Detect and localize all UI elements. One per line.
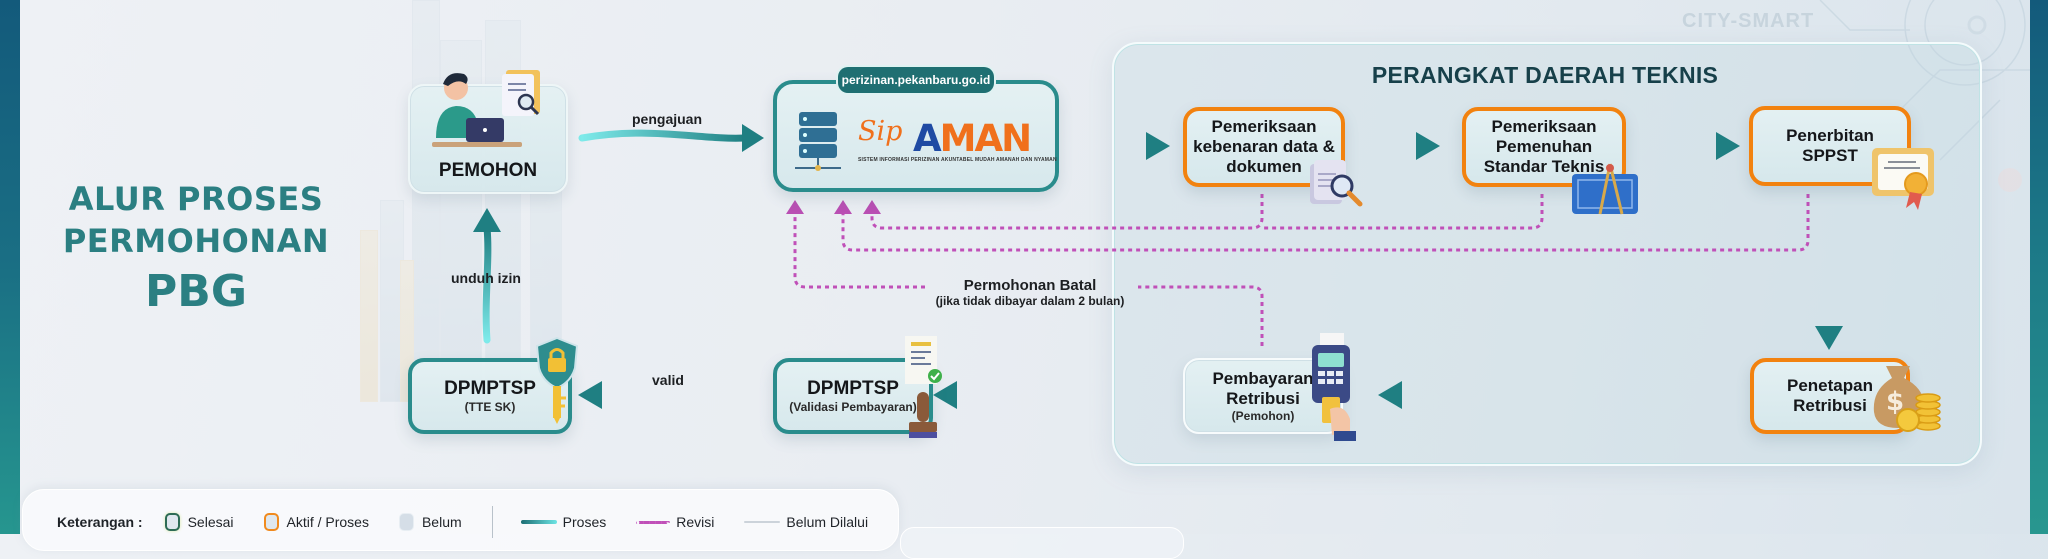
- circuit-decoration: [1819, 0, 2030, 192]
- pemeriksaan-teknis-line2: Pemenuhan: [1495, 137, 1593, 156]
- arrow-to-validasi: [933, 381, 1170, 409]
- pemeriksaan-data-line3: dokumen: [1226, 157, 1302, 176]
- penetapan-line1: Penetapan: [1787, 376, 1873, 395]
- logo-sip: Sip: [858, 116, 903, 147]
- node-dpmptsp-validasi[interactable]: DPMPTSP (Validasi Pembayaran): [773, 358, 933, 434]
- server-icon: [795, 112, 841, 171]
- tte-sub: (TTE SK): [464, 399, 516, 414]
- batal-title: Permohonan Batal: [963, 277, 1097, 294]
- penerbitan-line2: SPPST: [1802, 146, 1858, 165]
- legend-item-belum-dilalui: Belum Dilalui: [744, 514, 868, 530]
- document-search-icon: [1310, 160, 1363, 207]
- legend-panel: Keterangan : Selesai Aktif / Proses Belu…: [22, 489, 899, 551]
- certificate-icon: [1872, 148, 1934, 210]
- page-title: ALUR PROSES PERMOHONAN PBG: [46, 178, 346, 320]
- batal-note: (jika tidak dibayar dalam 2 bulan): [935, 294, 1125, 308]
- left-accent-bar: [0, 0, 20, 534]
- legend-label-aktif: Aktif / Proses: [286, 514, 369, 530]
- pemeriksaan-data-line1: Pemeriksaan: [1211, 117, 1317, 136]
- legend-swatch-aktif: [263, 513, 279, 531]
- arrow-to-pemeriksaan-teknis: [1338, 132, 1440, 160]
- title-line-3: PBG: [145, 266, 247, 317]
- arrow-to-penerbitan: [1634, 132, 1740, 160]
- legend-divider: [491, 506, 493, 538]
- shield-lock-key-icon: [535, 336, 579, 424]
- label-valid: valid: [652, 372, 684, 388]
- legend-item-proses: Proses: [520, 514, 607, 530]
- revisi-line-penerbitan: [841, 194, 1810, 252]
- legend-label-belum: Belum: [421, 514, 462, 530]
- node-penerbitan-sppst[interactable]: Penerbitan SPPST: [1749, 106, 1911, 186]
- legend-label-proses: Proses: [562, 514, 607, 530]
- legend-label-belum-dilalui: Belum Dilalui: [786, 514, 869, 530]
- revisi-arrowheads: [786, 200, 881, 214]
- pemohon-label: PEMOHON: [438, 160, 538, 181]
- label-permohonan-batal: Permohonan Batal (jika tidak dibayar dal…: [920, 277, 1140, 308]
- logo-aman: AMAN: [913, 117, 1032, 160]
- logo-aman-a: A: [913, 117, 942, 160]
- legend-row: Keterangan : Selesai Aktif / Proses Belu…: [57, 506, 898, 538]
- tte-label: DPMPTSP: [444, 377, 536, 399]
- person-laptop-icon: [432, 70, 540, 147]
- right-accent-bar: [2030, 0, 2048, 534]
- svg-text:$: $: [1886, 387, 1904, 417]
- legend-label-revisi: Revisi: [676, 514, 715, 530]
- legend-item-aktif: Aktif / Proses: [263, 513, 369, 531]
- legend-item-belum: Belum: [398, 513, 462, 531]
- receipt-stamp-icon: [905, 336, 942, 438]
- pemeriksaan-teknis-line3: Standar Teknis: [1483, 157, 1605, 176]
- flow-connectors: [473, 124, 1843, 409]
- arrow-unduh-izin: [473, 208, 501, 344]
- legend-label-selesai: Selesai: [187, 514, 234, 530]
- pembayaran-line1: Pembayaran: [1212, 368, 1314, 388]
- secondary-card: [900, 527, 1184, 559]
- legend-title: Keterangan :: [57, 514, 143, 530]
- panel-title: PERANGKAT DAERAH TEKNIS: [1371, 62, 1719, 88]
- legend-item-selesai: Selesai: [164, 513, 234, 531]
- arrow-to-pemeriksaan-data: [1066, 132, 1170, 160]
- revisi-line-batal-left: [793, 210, 925, 289]
- legend-line-revisi: [636, 520, 671, 524]
- legend-item-revisi: Revisi: [636, 514, 714, 530]
- brand-watermark: CITY-SMART: [1682, 10, 1815, 32]
- arrow-to-penetapan: [1815, 192, 1843, 350]
- legend-swatch-selesai: [164, 513, 180, 531]
- revisi-line-teknis: [1262, 194, 1544, 230]
- logo-aman-rest: MAN: [939, 117, 1032, 160]
- penerbitan-line1: Penerbitan: [1786, 126, 1874, 145]
- title-line-1: ALUR PROSES: [68, 180, 324, 218]
- arrow-to-pembayaran: [1378, 381, 1740, 409]
- legend-line-belum: [744, 521, 781, 523]
- payment-terminal-icon: [1312, 333, 1356, 441]
- revisi-line-pemeriksaan: [870, 194, 1264, 230]
- pembayaran-line2: Retribusi: [1226, 388, 1300, 408]
- title-line-2: PERMOHONAN: [62, 222, 330, 260]
- arrow-pengajuan: [578, 124, 764, 152]
- system-url-tag[interactable]: perizinan.pekanbaru.go.id: [838, 67, 994, 93]
- pemeriksaan-teknis-line1: Pemeriksaan: [1491, 117, 1597, 136]
- blueprint-compass-icon: [1572, 163, 1638, 215]
- legend-line-proses: [520, 520, 557, 524]
- logo-subtitle: SISTEM INFORMASI PERIZINAN AKUNTABEL MUD…: [858, 157, 1057, 163]
- revisi-lines: [793, 194, 1810, 346]
- label-unduh-izin: unduh izin: [451, 270, 521, 286]
- arrow-valid: [578, 381, 764, 409]
- revisi-line-batal: [1138, 285, 1264, 346]
- node-pemeriksaan-teknis[interactable]: Pemeriksaan Pemenuhan Standar Teknis: [1462, 107, 1626, 187]
- validasi-label: DPMPTSP: [807, 377, 899, 399]
- pembayaran-sub: (Pemohon): [1231, 408, 1295, 423]
- legend-swatch-belum: [398, 513, 414, 531]
- validasi-sub: (Validasi Pembayaran): [789, 399, 917, 414]
- label-pengajuan: pengajuan: [632, 111, 703, 127]
- penetapan-line2: Retribusi: [1793, 396, 1867, 415]
- money-bag-icon: $: [1873, 366, 1941, 432]
- pemeriksaan-data-line2: kebenaran data &: [1193, 137, 1335, 156]
